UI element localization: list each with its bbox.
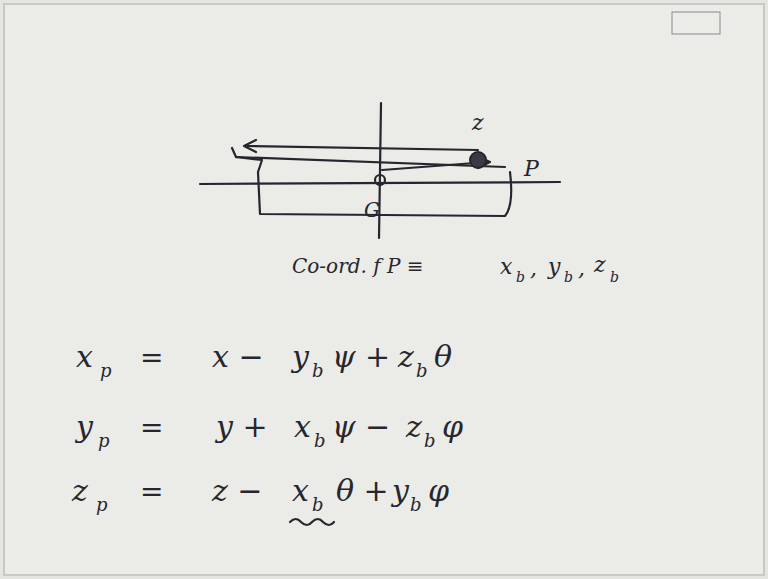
equation-term: y — [292, 342, 309, 372]
axis-label: z — [472, 112, 484, 134]
equation-term: y — [392, 476, 409, 506]
equation-term: x − — [212, 342, 264, 372]
centre-of-gravity — [375, 175, 385, 185]
equation-sign: = — [140, 414, 163, 442]
arrow-head — [244, 140, 256, 152]
equation-term: z − — [212, 476, 262, 506]
separator: , — [530, 258, 537, 280]
equation-sign: = — [140, 344, 163, 372]
equation-term: z — [398, 342, 414, 372]
subscript: p — [100, 362, 112, 380]
coordinate-term: x — [500, 256, 512, 278]
subscript: b — [416, 362, 428, 380]
subscript: b — [312, 496, 324, 514]
equation-term: x — [292, 476, 309, 506]
subscript: b — [564, 270, 573, 284]
equation-term: θ — [434, 342, 452, 372]
equation-term: z — [72, 476, 88, 506]
coordinate-note: Co-ord. f P ≡ — [292, 256, 424, 276]
subscript: b — [610, 270, 619, 284]
equation-term: x — [76, 342, 93, 372]
subscript: b — [516, 270, 525, 284]
point-label: P — [524, 158, 539, 180]
subscript: b — [424, 432, 436, 450]
subscript: p — [98, 432, 110, 450]
equation-term: x — [294, 412, 311, 442]
equation-term: ψ − — [332, 412, 390, 442]
coordinate-term: z — [594, 254, 606, 276]
stamp-box — [672, 12, 720, 34]
deck-line — [236, 157, 505, 167]
subscript: p — [96, 496, 108, 514]
equation-term: ψ + — [332, 342, 390, 372]
equation-sign: = — [140, 478, 163, 506]
equation-term: φ — [428, 476, 449, 506]
squiggle-underline — [290, 519, 334, 525]
subscript: b — [410, 496, 422, 514]
equation-term: θ + — [336, 476, 389, 506]
equation-term: y + — [216, 412, 268, 442]
equation-term: z — [406, 412, 422, 442]
point-p — [470, 152, 486, 168]
equation-term: φ — [442, 412, 463, 442]
slide-paper — [4, 4, 764, 575]
arrow-line — [246, 146, 478, 150]
equation-term: y — [76, 412, 93, 442]
subscript: b — [312, 362, 324, 380]
subscript: b — [314, 432, 326, 450]
coordinate-term: y — [548, 256, 560, 278]
separator: , — [578, 258, 585, 280]
point-label: G — [364, 200, 380, 220]
